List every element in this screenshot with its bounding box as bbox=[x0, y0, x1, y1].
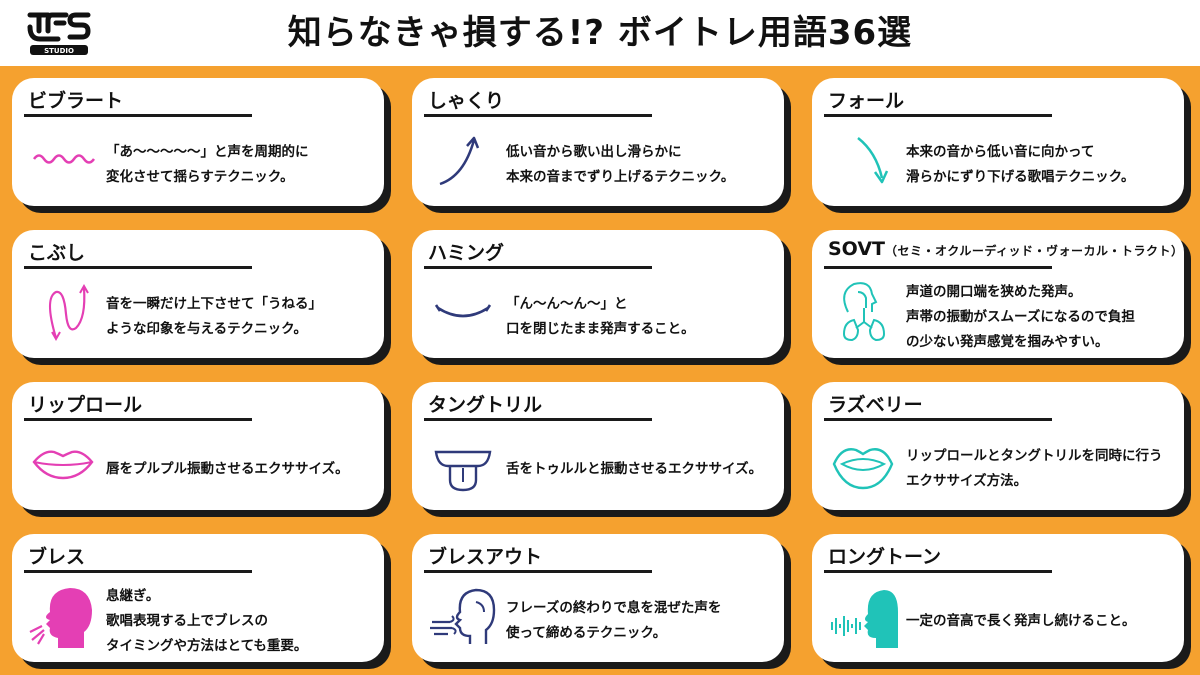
desc-line: フレーズの終わりで息を混ぜた声を bbox=[506, 600, 722, 616]
term-card-kobushi: こぶし 音を一瞬だけ上下させて「うねる」 ような印象を与えるテクニック。 bbox=[12, 230, 384, 358]
term-title: ラズベリー bbox=[828, 394, 923, 416]
term-card-breath: ブレス 息継ぎ。 歌唱表現する上でブレスの タイミングや方法はとても重要。 bbox=[12, 534, 384, 662]
respiratory-system-icon bbox=[842, 282, 886, 342]
desc-line: 滑らかにずり下げる歌唱テクニック。 bbox=[906, 169, 1135, 185]
term-description: 一定の音高で長く発声し続けること。 bbox=[906, 586, 1176, 656]
desc-line: 口を閉じたまま発声すること。 bbox=[506, 321, 695, 337]
title-underline bbox=[24, 418, 252, 421]
title-underline bbox=[424, 418, 652, 421]
head-inhale-icon bbox=[29, 588, 92, 648]
term-description: 本来の音から低い音に向かって 滑らかにずり下げる歌唱テクニック。 bbox=[906, 130, 1176, 200]
desc-line: 「ん〜ん〜ん〜」と bbox=[506, 296, 628, 312]
term-card-long-tone: ロングトーン 一定の音高で長く発声し続けること。 bbox=[812, 534, 1184, 662]
desc-line: の少ない発声感覚を掴みやすい。 bbox=[906, 333, 1109, 350]
term-card-tongue-trill: タングトリル 舌をトゥルルと振動させるエクササイズ。 bbox=[412, 382, 784, 510]
term-card-fall: フォール 本来の音から低い音に向かって 滑らかにずり下げる歌唱テクニック。 bbox=[812, 78, 1184, 206]
term-description: 声道の開口端を狭めた発声。 声帯の振動がスムーズになるので負担 の少ない発声感覚… bbox=[906, 282, 1176, 352]
open-lips-icon bbox=[832, 448, 894, 490]
term-title: SOVT（セミ・オクルーディッド・ヴォーカル・トラクト） bbox=[828, 238, 1184, 260]
title-underline bbox=[424, 114, 652, 117]
title-underline bbox=[24, 570, 252, 573]
term-title: こぶし bbox=[28, 242, 86, 264]
desc-line: 舌をトゥルルと振動させるエクササイズ。 bbox=[506, 460, 763, 477]
term-title: しゃくり bbox=[428, 90, 505, 112]
term-description: 舌をトゥルルと振動させるエクササイズ。 bbox=[506, 434, 776, 504]
title-underline bbox=[824, 418, 1052, 421]
term-title: ハミング bbox=[428, 242, 505, 264]
desc-line: リップロールとタングトリルを同時に行う bbox=[906, 448, 1163, 464]
title-underline bbox=[824, 266, 1052, 269]
desc-line: 変化させて揺らすテクニック。 bbox=[106, 169, 294, 185]
term-title: ビブラート bbox=[28, 90, 124, 112]
term-description: 「あ〜〜〜〜〜」と声を周期的に 変化させて揺らすテクニック。 bbox=[106, 130, 376, 200]
term-description: 唇をプルプル振動させるエクササイズ。 bbox=[106, 434, 376, 504]
term-title: ロングトーン bbox=[828, 546, 942, 568]
header: STUDIO 知らなきゃ損する!? ボイトレ用語36選 bbox=[0, 0, 1200, 66]
tongue-icon bbox=[434, 450, 492, 492]
page-title: 知らなきゃ損する!? ボイトレ用語36選 bbox=[287, 13, 913, 53]
desc-line: ような印象を与えるテクニック。 bbox=[106, 321, 308, 337]
title-underline bbox=[824, 114, 1052, 117]
title-underline bbox=[24, 114, 252, 117]
term-description: フレーズの終わりで息を混ぜた声を 使って締めるテクニック。 bbox=[506, 586, 776, 656]
arrow-up-curve-icon bbox=[439, 136, 480, 186]
desc-line: 低い音から歌い出し滑らかに bbox=[506, 144, 682, 160]
term-description: 息継ぎ。 歌唱表現する上でブレスの タイミングや方法はとても重要。 bbox=[106, 586, 376, 656]
term-title: タングトリル bbox=[428, 394, 543, 416]
desc-line: 声帯の振動がスムーズになるので負担 bbox=[906, 308, 1135, 325]
desc-line: 歌唱表現する上でブレスの bbox=[106, 612, 268, 629]
term-card-sovt: SOVT（セミ・オクルーディッド・ヴォーカル・トラクト） 声道の開口端を狭めた発… bbox=[812, 230, 1184, 358]
term-card-vibrato: ビブラート 「あ〜〜〜〜〜」と声を周期的に 変化させて揺らすテクニック。 bbox=[12, 78, 384, 206]
term-title-main: SOVT bbox=[828, 238, 885, 260]
desc-line: 本来の音から低い音に向かって bbox=[906, 144, 1095, 160]
lips-icon bbox=[32, 450, 94, 480]
closed-mouth-icon bbox=[434, 304, 492, 318]
desc-line: 息継ぎ。 bbox=[106, 587, 160, 604]
term-description: 「ん〜ん〜ん〜」と 口を閉じたまま発声すること。 bbox=[506, 282, 776, 352]
desc-line: 本来の音までずり上げるテクニック。 bbox=[506, 169, 735, 185]
desc-line: 音を一瞬だけ上下させて「うねる」 bbox=[106, 296, 322, 312]
logo-text: STUDIO bbox=[44, 47, 74, 55]
arrow-down-curve-icon bbox=[857, 137, 889, 184]
term-title-subtitle: （セミ・オクルーディッド・ヴォーカル・トラクト） bbox=[885, 244, 1184, 258]
term-title: ブレスアウト bbox=[428, 546, 543, 568]
studio-logo: STUDIO bbox=[27, 12, 91, 55]
desc-line: 使って締めるテクニック。 bbox=[506, 625, 667, 641]
title-underline bbox=[24, 266, 252, 269]
head-sound-icon bbox=[831, 590, 898, 648]
term-card-shakuri: しゃくり 低い音から歌い出し滑らかに 本来の音までずり上げるテクニック。 bbox=[412, 78, 784, 206]
wave-icon bbox=[32, 154, 96, 164]
term-title: フォール bbox=[828, 90, 905, 112]
term-description: 音を一瞬だけ上下させて「うねる」 ような印象を与えるテクニック。 bbox=[106, 282, 376, 352]
term-card-lip-roll: リップロール 唇をプルプル振動させるエクササイズ。 bbox=[12, 382, 384, 510]
title-underline bbox=[424, 266, 652, 269]
desc-line: タイミングや方法はとても重要。 bbox=[106, 637, 308, 654]
head-exhale-icon bbox=[430, 588, 496, 644]
term-title: ブレス bbox=[28, 546, 86, 568]
desc-line: 唇をプルプル振動させるエクササイズ。 bbox=[106, 460, 349, 477]
desc-line: 一定の音高で長く発声し続けること。 bbox=[906, 612, 1136, 629]
up-down-wave-icon bbox=[48, 283, 89, 342]
term-description: リップロールとタングトリルを同時に行う エクササイズ方法。 bbox=[906, 434, 1176, 504]
terms-grid: ビブラート 「あ〜〜〜〜〜」と声を周期的に 変化させて揺らすテクニック。 しゃく… bbox=[0, 66, 1200, 675]
desc-line: 「あ〜〜〜〜〜」と声を周期的に bbox=[106, 144, 309, 160]
term-description: 低い音から歌い出し滑らかに 本来の音までずり上げるテクニック。 bbox=[506, 130, 776, 200]
title-underline bbox=[824, 570, 1052, 573]
term-title: リップロール bbox=[28, 394, 143, 416]
desc-line: 声道の開口端を狭めた発声。 bbox=[906, 283, 1082, 300]
desc-line: エクササイズ方法。 bbox=[906, 473, 1028, 489]
term-card-raspberry: ラズベリー リップロールとタングトリルを同時に行う エクササイズ方法。 bbox=[812, 382, 1184, 510]
term-card-breath-out: ブレスアウト フレーズの終わりで息を混ぜた声を 使って締めるテクニック。 bbox=[412, 534, 784, 662]
title-underline bbox=[424, 570, 652, 573]
term-card-humming: ハミング 「ん〜ん〜ん〜」と 口を閉じたまま発声すること。 bbox=[412, 230, 784, 358]
